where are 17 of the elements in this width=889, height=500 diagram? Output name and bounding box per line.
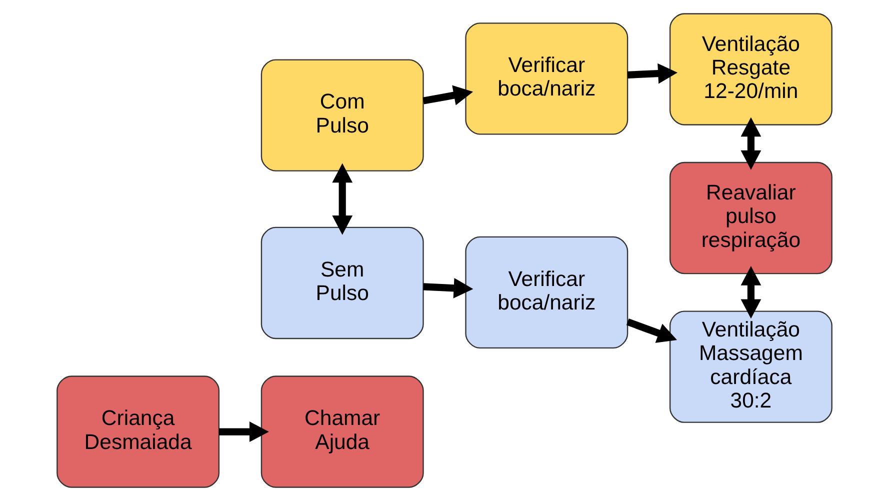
node-box: Verificar boca/nariz: [465, 22, 628, 134]
node-box: Criança Desmaiada: [56, 375, 220, 488]
node-box: Sem Pulso: [260, 226, 424, 339]
node-box: Ventilação Resgate 12-20/min: [669, 12, 832, 125]
arrow: [740, 116, 762, 170]
arrow: [627, 62, 678, 84]
arrow: [422, 84, 474, 105]
node-box: Reavaliar pulso respiração: [669, 161, 832, 274]
arrow: [626, 318, 678, 342]
node-box: Verificar boca/nariz: [465, 236, 628, 348]
node-box: Chamar Ajuda: [260, 375, 424, 488]
node-box: Com Pulso: [260, 58, 424, 171]
arrow: [332, 162, 353, 234]
arrow: [423, 277, 474, 298]
arrow: [219, 421, 269, 442]
arrow: [740, 266, 762, 318]
node-box: Ventilação Massagem cardíaca 30:2: [669, 310, 832, 422]
